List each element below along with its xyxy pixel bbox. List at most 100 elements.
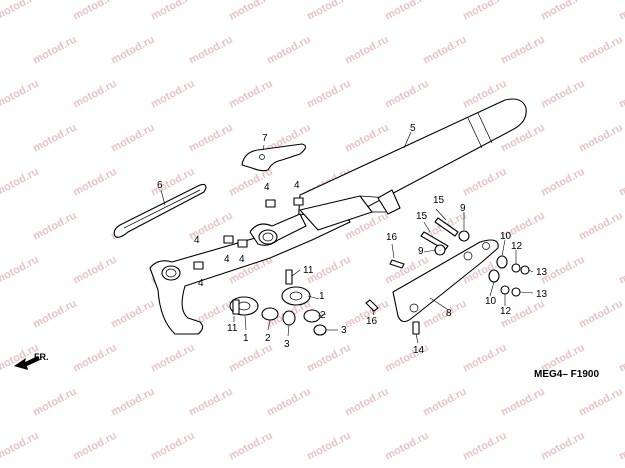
watermark-text: motod.ru (617, 430, 625, 463)
watermark-text: motod.ru (421, 34, 469, 67)
callout-8: 8 (446, 308, 452, 319)
callout-3-b: 3 (341, 325, 347, 336)
watermark-text: motod.ru (383, 430, 431, 463)
watermark-text: motod.ru (0, 78, 41, 111)
watermark-text: motod.ru (539, 0, 587, 23)
callout-6: 6 (157, 180, 163, 191)
callout-11-b: 11 (303, 265, 314, 276)
watermark-text: motod.ru (343, 122, 391, 155)
watermark-text: motod.ru (31, 210, 79, 243)
heat-shield-part (113, 183, 207, 238)
callout-12-b: 12 (500, 306, 512, 317)
watermark-text: motod.ru (227, 342, 275, 375)
watermark-text: motod.ru (343, 386, 391, 419)
watermark-text: motod.ru (227, 0, 275, 23)
watermark-text: motod.ru (71, 342, 119, 375)
callout-16-b: 16 (366, 316, 378, 327)
callout-14: 14 (413, 345, 425, 356)
watermark-text: motod.ru (0, 254, 41, 287)
watermark-text: motod.ru (617, 342, 625, 375)
callout-7: 7 (262, 133, 268, 144)
watermark-text: motod.ru (0, 0, 41, 23)
watermark-text: motod.ru (265, 386, 313, 419)
watermark-text: motod.ru (109, 34, 157, 67)
callout-3-a: 3 (284, 339, 290, 350)
watermark-text: motod.ru (461, 430, 509, 463)
callout-4-c: 4 (194, 235, 200, 246)
callout-9-a: 9 (460, 203, 466, 214)
watermark-text: motod.ru (149, 78, 197, 111)
callout-2-a: 2 (265, 333, 271, 344)
watermark-text: motod.ru (343, 34, 391, 67)
watermark-text: motod.ru (577, 210, 625, 243)
watermark-text: motod.ru (617, 166, 625, 199)
watermark-text: motod.ru (539, 166, 587, 199)
callout-4-f: 4 (198, 278, 204, 289)
watermark-text: motod.ru (31, 122, 79, 155)
callout-4-b: 4 (294, 180, 300, 191)
front-direction-indicator: FR. (14, 352, 49, 370)
watermark-text: motod.ru (617, 78, 625, 111)
watermark-text: motod.ru (187, 386, 235, 419)
watermark-text: motod.ru (71, 0, 119, 23)
watermark-text: motod.ru (305, 430, 353, 463)
bolt-11-part (232, 269, 293, 315)
watermark-text: motod.ru (109, 298, 157, 331)
watermark-text: motod.ru (109, 122, 157, 155)
callout-10-b: 10 (485, 296, 497, 307)
watermark-text: motod.ru (149, 0, 197, 23)
watermark-text: motod.ru (577, 386, 625, 419)
watermark-text: motod.ru (109, 386, 157, 419)
watermark-text: motod.ru (31, 298, 79, 331)
watermark-text: motod.ru (461, 0, 509, 23)
clip-4-part (193, 197, 304, 270)
watermark-text: motod.ru (227, 430, 275, 463)
watermark-text: motod.ru (187, 122, 235, 155)
watermark-text: motod.ru (383, 78, 431, 111)
callout-10-a: 10 (500, 231, 512, 242)
callout-5: 5 (410, 123, 416, 134)
callout-labels: 7 6 5 4 4 4 4 4 4 11 1 2 3 2 3 1 11 8 14… (157, 123, 548, 356)
watermark-text: motod.ru (617, 0, 625, 23)
callout-11-a: 11 (227, 323, 238, 334)
front-label: FR. (34, 352, 49, 362)
watermark-text: motod.ru (461, 342, 509, 375)
watermark-text: motod.ru (187, 34, 235, 67)
callout-12-a: 12 (511, 241, 523, 252)
callout-4-a: 4 (264, 182, 270, 193)
watermark-text: motod.ru (383, 0, 431, 23)
callout-1: 1 (243, 333, 249, 344)
watermark-text: motod.ru (71, 254, 119, 287)
watermark-text: motod.ru (539, 430, 587, 463)
callout-4-e: 4 (239, 254, 245, 265)
watermark-text: motod.ru (499, 386, 547, 419)
watermark-text: motod.ru (305, 342, 353, 375)
upper-shield-part (241, 143, 307, 172)
callout-13-a: 13 (536, 267, 548, 278)
nut-9-part (434, 230, 470, 256)
watermark-text: motod.ru (71, 166, 119, 199)
front-arrow-icon (14, 356, 40, 370)
watermark-text: motod.ru (149, 430, 197, 463)
watermark-text: motod.ru (305, 0, 353, 23)
callout-15-a: 15 (433, 195, 445, 206)
watermark-text: motod.ru (227, 78, 275, 111)
callout-15-b: 15 (416, 211, 428, 222)
watermark-text: motod.ru (71, 78, 119, 111)
watermark-text: motod.ru (577, 122, 625, 155)
watermark-text: motod.ru (149, 342, 197, 375)
watermark-text: motod.ru (577, 34, 625, 67)
watermark-text: motod.ru (305, 78, 353, 111)
callout-9-b: 9 (418, 246, 424, 257)
watermark-text: motod.ru (31, 34, 79, 67)
callout-16-a: 16 (386, 232, 398, 243)
muffler-bracket-part (392, 239, 499, 323)
callout-1-b: 1 (319, 291, 325, 302)
bolt-14-part (412, 321, 420, 335)
watermark-text: motod.ru (577, 298, 625, 331)
watermark-text: motod.ru (539, 78, 587, 111)
watermark-text: motod.ru (0, 166, 41, 199)
watermark-text: motod.ru (617, 254, 625, 287)
